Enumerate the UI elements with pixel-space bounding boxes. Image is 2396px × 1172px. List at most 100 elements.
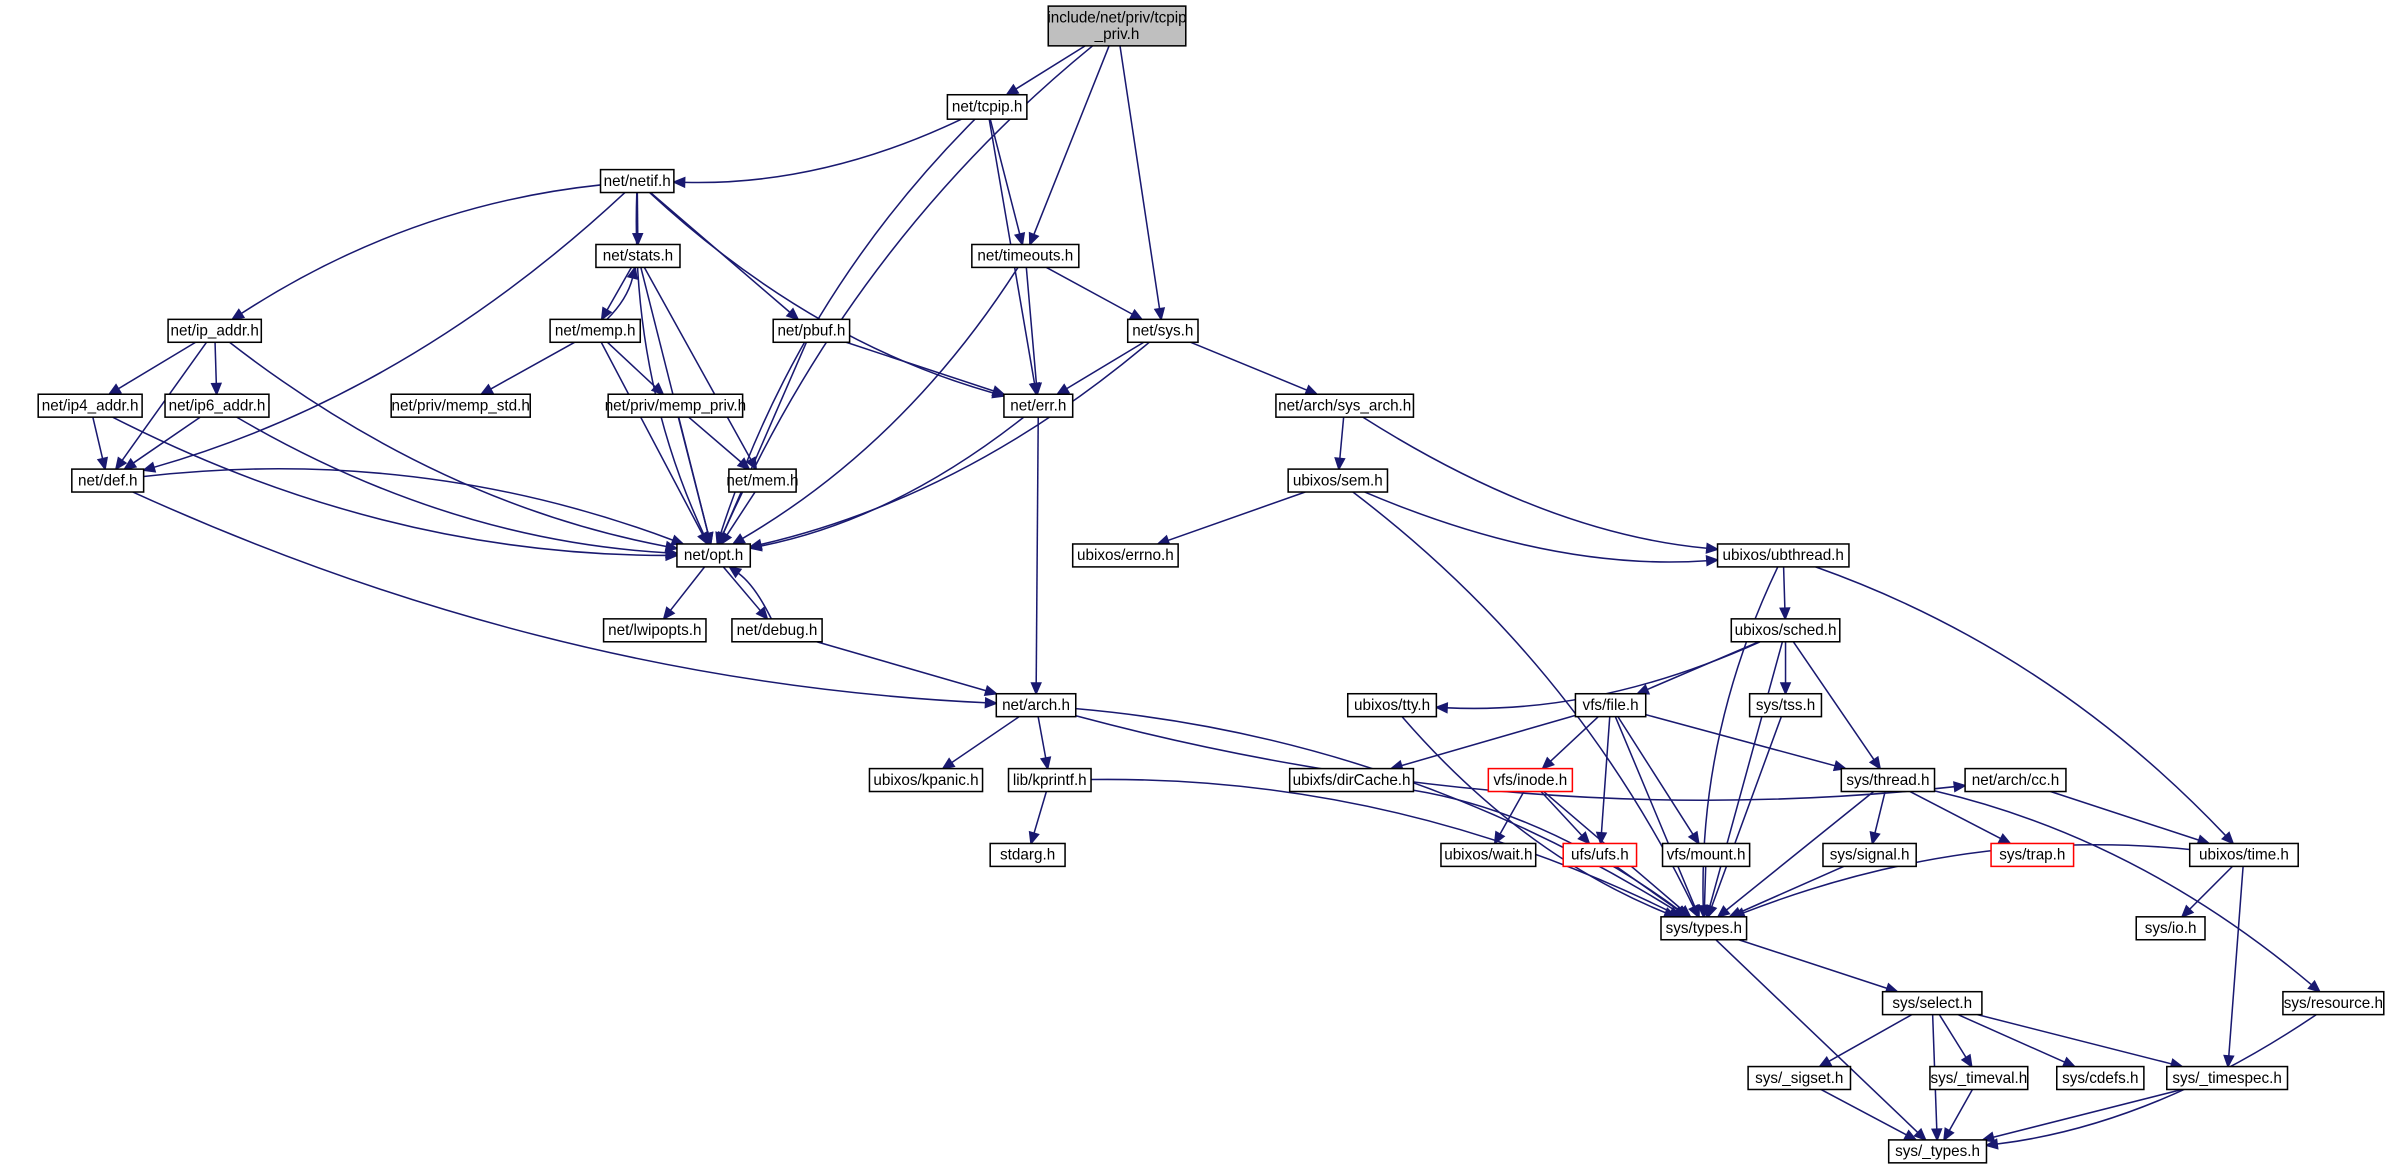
node-sched[interactable]: ubixos/sched.h xyxy=(1730,618,1841,643)
node-netif[interactable]: net/netif.h xyxy=(599,168,675,194)
node-ufs[interactable]: ufs/ufs.h xyxy=(1562,842,1638,868)
node-label: net/debug.h xyxy=(737,622,818,639)
node-pbuf[interactable]: net/pbuf.h xyxy=(772,318,851,344)
edge-line xyxy=(1703,866,1707,907)
node-select[interactable]: sys/select.h xyxy=(1881,990,1983,1016)
node-def[interactable]: net/def.h xyxy=(71,468,145,493)
node-label: net/def.h xyxy=(78,472,137,489)
node-sys[interactable]: net/sys.h xyxy=(1126,318,1199,344)
node-trap[interactable]: sys/trap.h xyxy=(1990,842,2075,868)
edge-timeouts-to-sys xyxy=(1046,266,1144,321)
arrowhead-icon xyxy=(1868,755,1882,771)
node-err[interactable]: net/err.h xyxy=(1003,393,1074,418)
arrowhead-icon xyxy=(1039,756,1052,771)
edge-line xyxy=(1739,865,1844,914)
node-errno[interactable]: ubixos/errno.h xyxy=(1071,543,1179,568)
edge-line xyxy=(236,416,667,554)
node-tty[interactable]: ubixos/tty.h xyxy=(1346,692,1438,718)
edge-opt-to-debug xyxy=(722,566,769,621)
edge-tss-to-types xyxy=(1706,716,1783,919)
arrowhead-icon xyxy=(1960,1053,1973,1069)
node-cc[interactable]: net/arch/cc.h xyxy=(1964,767,2067,793)
node-time[interactable]: ubixos/time.h xyxy=(2188,842,2299,868)
node-resource[interactable]: sys/resource.h xyxy=(2282,990,2385,1016)
edge-file-to-dirCache xyxy=(1389,714,1576,771)
edge-line xyxy=(1646,641,1760,691)
node-stdarg[interactable]: stdarg.h xyxy=(989,842,1066,868)
arrowhead-icon xyxy=(1128,308,1144,321)
node-lwipopts[interactable]: net/lwipopts.h xyxy=(602,618,707,643)
arrowhead-icon xyxy=(1674,905,1690,918)
node-stats[interactable]: net/stats.h xyxy=(595,243,681,269)
node-sys_arch[interactable]: net/arch/sys_arch.h xyxy=(1275,393,1415,418)
node-memp_std[interactable]: net/priv/memp_std.h xyxy=(390,393,532,418)
arrowhead-icon xyxy=(1304,384,1319,396)
arrowhead-icon xyxy=(941,757,956,770)
node-label: sys/_timeval.h xyxy=(1930,1070,2027,1087)
node-timeval[interactable]: sys/_timeval.h xyxy=(1929,1065,2029,1091)
node-root[interactable]: include/net/priv/tcpip_priv.h xyxy=(1047,5,1187,47)
edge-line xyxy=(1820,1088,1907,1136)
node-signal[interactable]: sys/signal.h xyxy=(1822,842,1917,868)
node-box xyxy=(1574,692,1647,718)
node-io[interactable]: sys/io.h xyxy=(2135,916,2206,941)
node-kprintf[interactable]: lib/kprintf.h xyxy=(1007,767,1092,793)
node-ip_addr[interactable]: net/ip_addr.h xyxy=(167,318,263,344)
edge-line xyxy=(1645,713,1836,767)
node-sem[interactable]: ubixos/sem.h xyxy=(1287,468,1389,493)
edge-sys_arch-to-ubthread xyxy=(1362,416,1720,554)
node-opt[interactable]: net/opt.h xyxy=(676,543,752,568)
node-label: net/opt.h xyxy=(684,547,743,564)
node-file[interactable]: vfs/file.h xyxy=(1574,692,1647,718)
node-box xyxy=(989,842,1066,868)
node-wait[interactable]: ubixos/wait.h xyxy=(1440,842,1537,868)
node-label: ubixos/kpanic.h xyxy=(873,772,978,789)
edge-line xyxy=(1035,417,1039,684)
node-ip6_addr[interactable]: net/ip6_addr.h xyxy=(164,393,270,418)
node-label: lib/kprintf.h xyxy=(1013,772,1087,789)
node-debug[interactable]: net/debug.h xyxy=(731,618,823,643)
node-ubthread[interactable]: ubixos/ubthread.h xyxy=(1716,543,1850,568)
edge-line xyxy=(1815,566,2227,837)
node-timeouts[interactable]: net/timeouts.h xyxy=(971,243,1080,269)
node-sigset[interactable]: sys/_sigset.h xyxy=(1747,1065,1852,1091)
edge-line xyxy=(1046,266,1133,315)
arrowhead-icon xyxy=(983,685,999,697)
edge-line xyxy=(600,341,704,535)
edge-line xyxy=(760,416,1025,547)
node-thread[interactable]: sys/thread.h xyxy=(1840,767,1936,793)
edge-line xyxy=(1709,641,1784,907)
node-box xyxy=(1661,842,1751,868)
node-memp[interactable]: net/memp.h xyxy=(549,318,642,344)
edges-layer xyxy=(92,45,2322,1150)
node-memp_priv[interactable]: net/priv/memp_priv.h xyxy=(605,393,746,418)
node-u-types[interactable]: sys/_types.h xyxy=(1887,1139,1988,1164)
node-label: net/timeouts.h xyxy=(977,248,1073,265)
edge-line xyxy=(1075,715,1955,801)
node-kpanic[interactable]: ubixos/kpanic.h xyxy=(868,767,984,793)
node-label: ubixos/wait.h xyxy=(1444,847,1532,864)
node-tcpip[interactable]: net/tcpip.h xyxy=(946,93,1028,120)
edge-line xyxy=(1401,716,1666,914)
node-label: ubixos/time.h xyxy=(2199,847,2289,864)
arrowhead-icon xyxy=(1705,542,1720,554)
node-tss[interactable]: sys/tss.h xyxy=(1748,692,1823,718)
node-label: sys/select.h xyxy=(1892,995,1972,1012)
node-timespec[interactable]: sys/_timespec.h xyxy=(2166,1065,2289,1091)
node-mount[interactable]: vfs/mount.h xyxy=(1661,842,1751,868)
node-ip4_addr[interactable]: net/ip4_addr.h xyxy=(37,393,143,418)
edge-line xyxy=(1499,791,1525,835)
node-mem[interactable]: net/mem.h xyxy=(726,468,799,493)
arrowhead-icon xyxy=(2180,904,2195,919)
node-arch[interactable]: net/arch.h xyxy=(995,692,1077,718)
node-inode[interactable]: vfs/inode.h xyxy=(1487,767,1574,793)
node-box xyxy=(1660,916,1748,941)
edge-select-to-timespec xyxy=(1977,1013,2184,1070)
edge-ip4_addr-to-def xyxy=(92,416,109,471)
node-types[interactable]: sys/types.h xyxy=(1660,916,1748,941)
node-cdefs[interactable]: sys/cdefs.h xyxy=(2056,1065,2145,1091)
node-label: net/stats.h xyxy=(603,248,673,265)
arrowhead-icon xyxy=(1577,831,1591,845)
node-dirCache[interactable]: ubixfs/dirCache.h xyxy=(1288,767,1415,793)
arrowhead-icon xyxy=(671,176,686,189)
